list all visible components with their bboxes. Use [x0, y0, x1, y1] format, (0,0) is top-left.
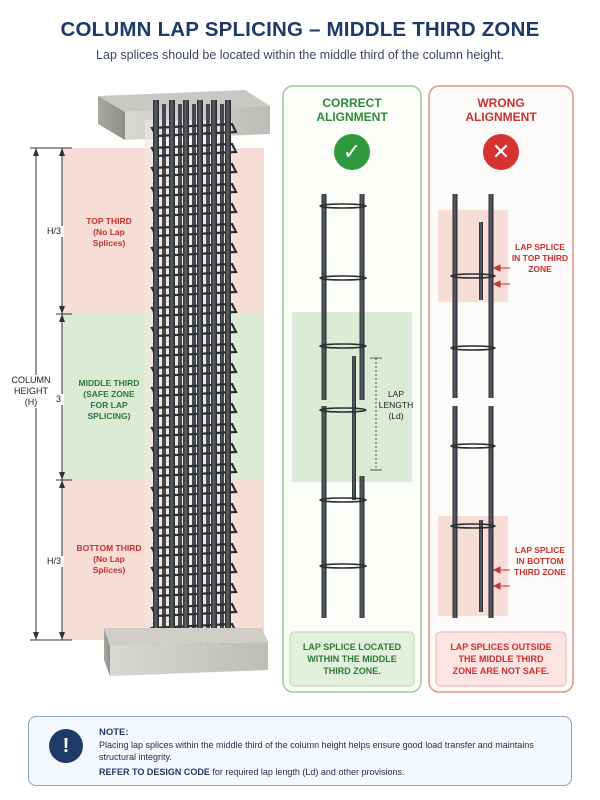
- rebar: [162, 104, 166, 644]
- wrong-top-zone: [438, 210, 508, 302]
- wrong-footer-box: [435, 631, 567, 687]
- check-icon: ✓: [334, 134, 370, 170]
- note-box: ! NOTE: Placing lap splices within the m…: [28, 716, 572, 786]
- rebar: [220, 104, 224, 644]
- stirrup: [319, 343, 367, 349]
- correct-heading: CORRECT ALIGNMENT: [316, 96, 388, 124]
- correct-footer-box: [289, 631, 415, 687]
- wrong-callout-arrows: [492, 264, 510, 590]
- rebar: [488, 406, 494, 618]
- note-reference: REFER TO DESIGN CODE for required lap le…: [99, 767, 405, 777]
- lap-length-dimension: [370, 357, 382, 471]
- wrong-top-callout: LAP SPLICE IN TOP THIRD ZONE: [511, 242, 569, 274]
- stirrup: [319, 203, 367, 209]
- rebar-cage: [150, 100, 238, 648]
- page-title: COLUMN LAP SPLICING – MIDDLE THIRD ZONE: [60, 18, 540, 41]
- rebar: [479, 222, 483, 300]
- rebar: [452, 406, 458, 618]
- stirrup: [450, 443, 496, 449]
- rebar: [479, 520, 483, 612]
- wrong-rebars: [450, 194, 496, 618]
- correct-footer: LAP SPLICE LOCATED WITHIN THE MIDDLE THI…: [302, 642, 402, 676]
- stirrup: [319, 497, 367, 503]
- middle-third-label: MIDDLE THIRD (SAFE ZONE FOR LAP SPLICING…: [78, 378, 140, 421]
- rebar: [197, 100, 203, 648]
- rebar: [321, 194, 327, 400]
- rebar: [359, 194, 365, 400]
- top-third-dimension: H/3: [44, 226, 64, 237]
- stirrup: [450, 345, 496, 351]
- stirrup: [450, 273, 496, 279]
- top-third-label: TOP THIRD (No Lap Splices): [86, 216, 132, 248]
- rebar: [488, 194, 494, 398]
- lap-length-label: LAP LENGTH (Ld): [378, 389, 414, 421]
- column-height-dimension: COLUMN HEIGHT (H): [6, 375, 56, 408]
- rebar: [352, 356, 356, 500]
- page-subtitle: Lap splices should be located within the…: [96, 48, 504, 62]
- bottom-third-dimension: H/3: [44, 556, 64, 567]
- wrong-bottom-callout: LAP SPLICE IN BOTTOM THIRD ZONE: [514, 545, 566, 577]
- rebar: [211, 100, 217, 648]
- info-icon: !: [49, 729, 83, 763]
- wrong-footer: LAP SPLICES OUTSIDE THE MIDDLE THIRD ZON…: [450, 642, 552, 676]
- correct-rebars: [319, 194, 367, 618]
- rebar: [359, 476, 365, 618]
- rebar: [321, 406, 327, 618]
- cross-icon: ✕: [483, 134, 519, 170]
- rebar: [169, 100, 175, 648]
- rebar: [153, 100, 159, 648]
- bottom-third-label: BOTTOM THIRD (No Lap Splices): [76, 543, 142, 575]
- rebar: [225, 100, 231, 648]
- stirrup: [319, 563, 367, 569]
- wrong-bottom-zone: [438, 516, 508, 616]
- stirrup: [319, 407, 367, 413]
- note-title: NOTE:: [99, 727, 129, 738]
- bottom-concrete-base: [104, 628, 268, 676]
- rebar: [183, 100, 189, 648]
- stirrup: [450, 523, 496, 529]
- wrong-heading: WRONG ALIGNMENT: [465, 96, 537, 124]
- note-text: Placing lap splices within the middle th…: [99, 740, 534, 762]
- stirrup: [319, 275, 367, 281]
- rebar: [452, 194, 458, 398]
